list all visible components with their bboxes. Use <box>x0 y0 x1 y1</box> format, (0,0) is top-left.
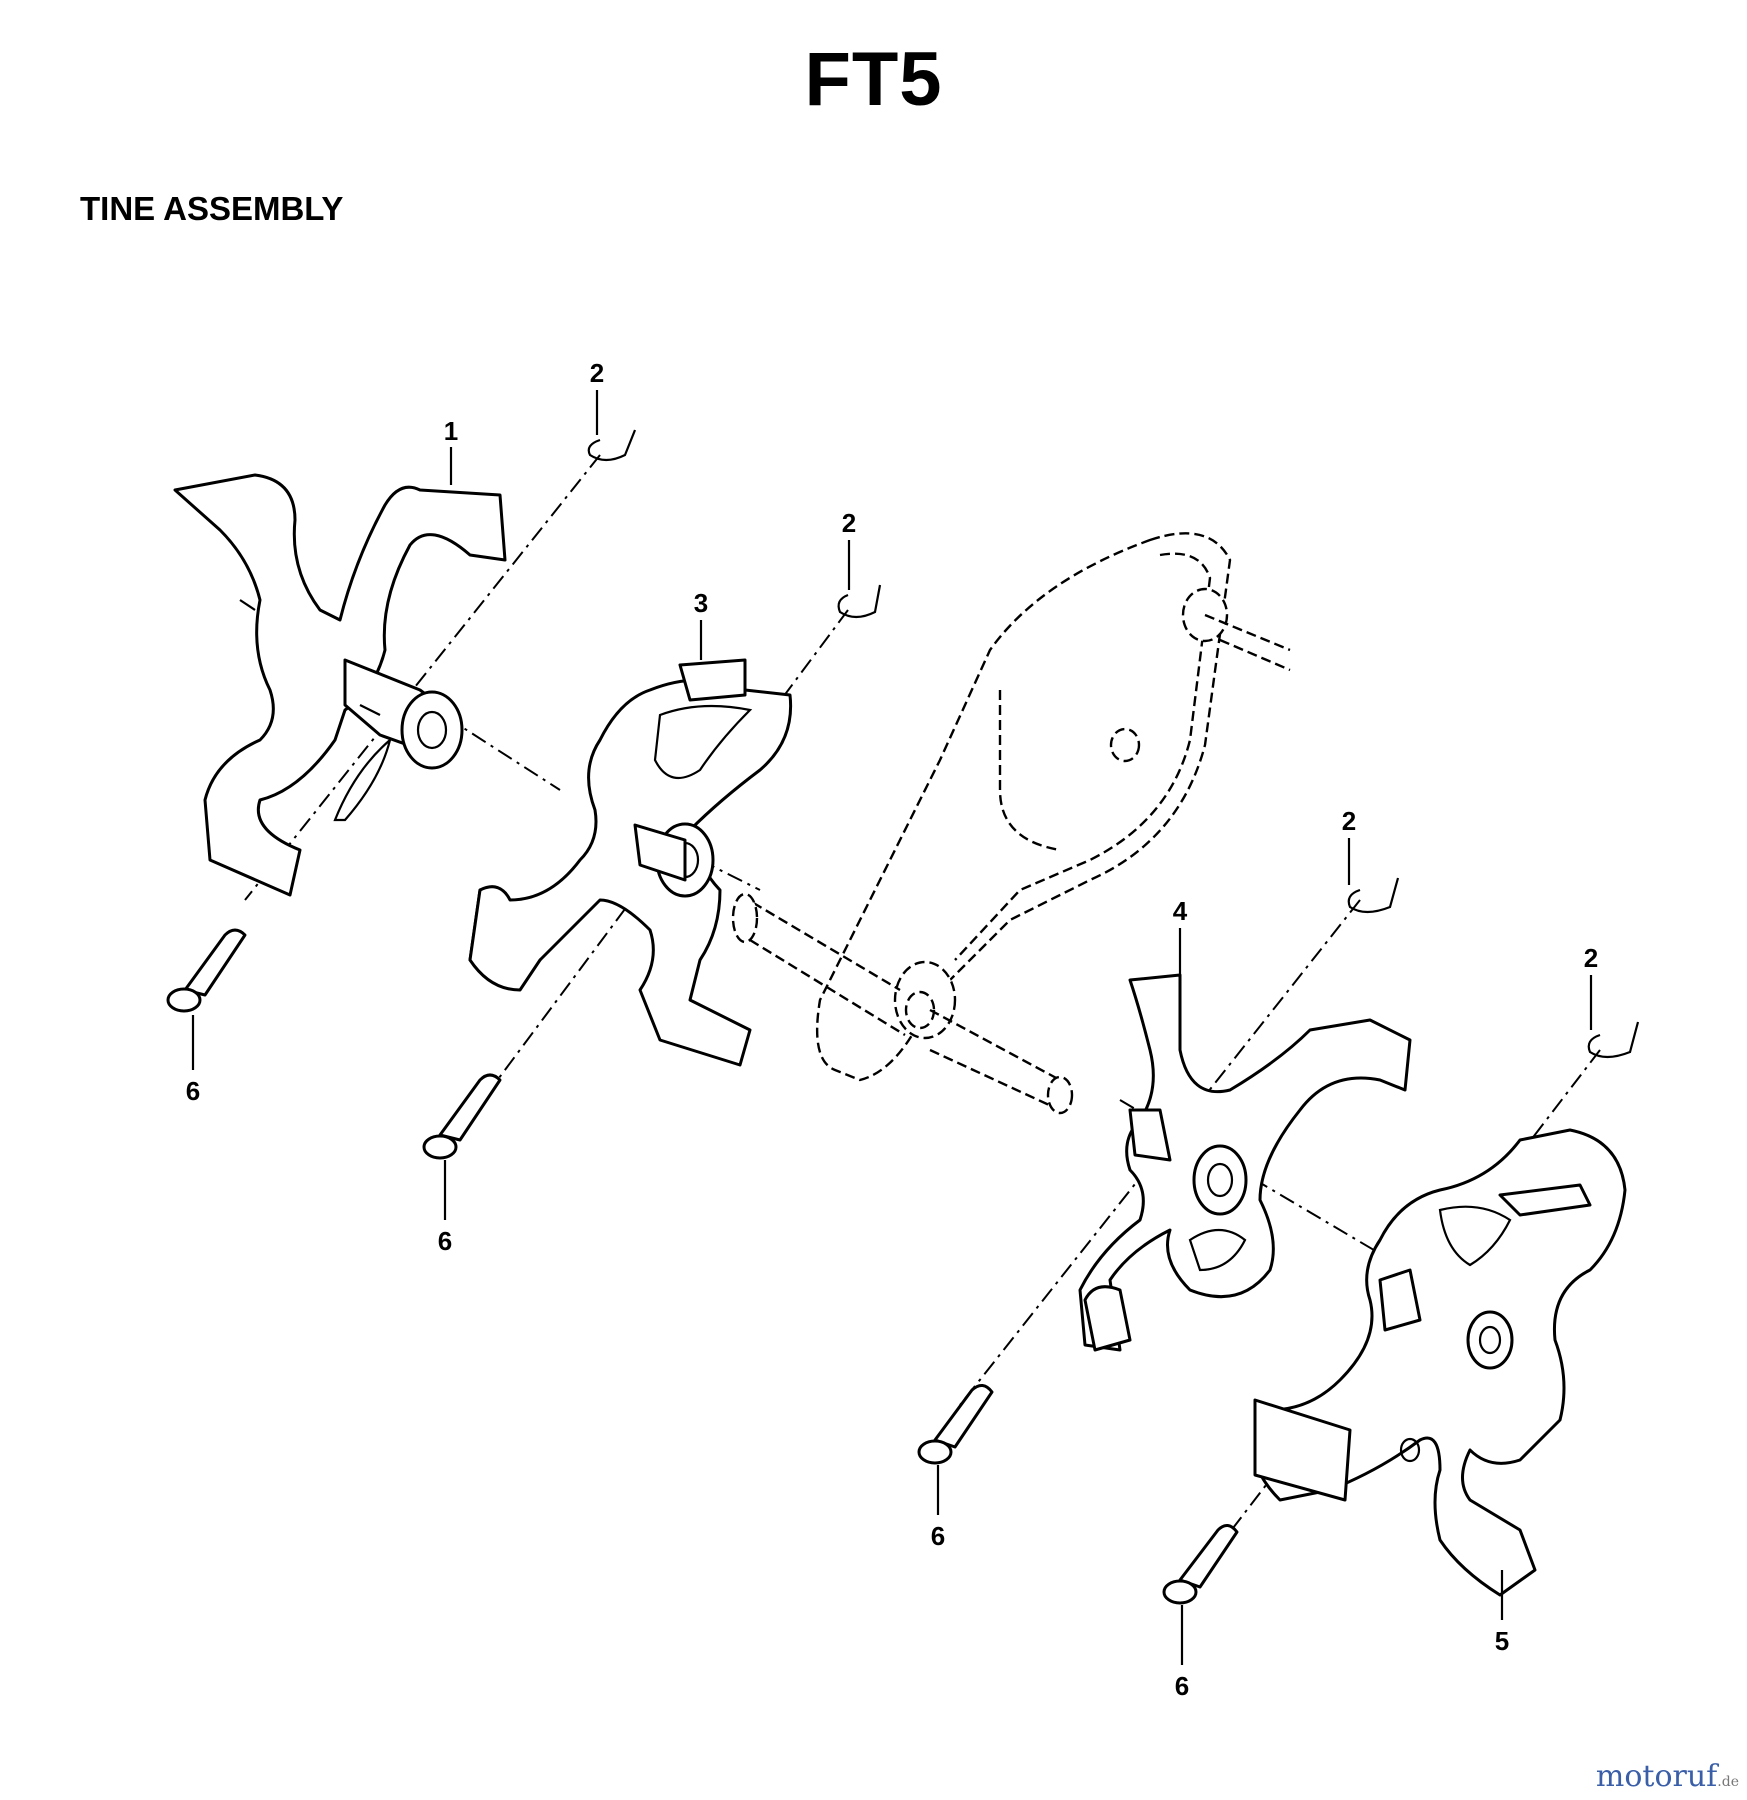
callout-2: 2 <box>1342 806 1356 836</box>
pin-axis-3 <box>489 609 849 1091</box>
page-title: FT5 <box>804 37 943 122</box>
callout-4: 4 <box>1173 896 1188 926</box>
hairpin-clip-c <box>1347 877 1400 914</box>
callout-1: 1 <box>444 416 458 446</box>
tine-3 <box>468 658 793 1067</box>
watermark-logo: motoruf.de <box>1595 1759 1739 1794</box>
tine-5 <box>1253 1128 1627 1597</box>
callout-2: 2 <box>590 358 604 388</box>
tine-4 <box>1078 973 1412 1352</box>
callout-5: 5 <box>1495 1626 1509 1656</box>
clevis-pin-c <box>917 1384 994 1465</box>
callout-3: 3 <box>694 588 708 618</box>
hairpin-clip-a <box>587 429 637 462</box>
callout-2: 2 <box>842 508 856 538</box>
tine-1 <box>173 473 507 897</box>
callout-6: 6 <box>1175 1671 1189 1701</box>
callout-6: 6 <box>186 1076 200 1106</box>
section-title: TINE ASSEMBLY <box>80 190 344 227</box>
pin-axis-1 <box>244 454 601 901</box>
hairpin-clip-d <box>1587 1021 1640 1059</box>
callout-6: 6 <box>438 1226 452 1256</box>
clevis-pin-a <box>166 928 247 1013</box>
clevis-pin-b <box>422 1073 502 1160</box>
hairpin-clip-b <box>837 584 882 619</box>
callout-2: 2 <box>1584 943 1598 973</box>
clevis-pin-d <box>1162 1524 1239 1605</box>
gearbox-housing-phantom <box>731 532 1291 1115</box>
callout-6: 6 <box>931 1521 945 1551</box>
